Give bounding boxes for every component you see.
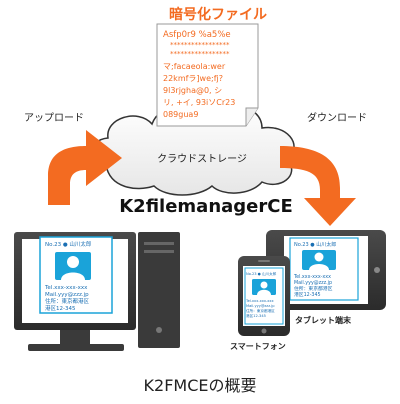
encrypted-line: マ;facaeola:wer	[163, 62, 226, 71]
card-address: 住所：東京都港区	[294, 285, 333, 292]
card-address: 港区12-345	[294, 291, 321, 298]
encrypted-file-title: 暗号化ファイル	[169, 7, 267, 23]
encrypted-file-document: Asfp0r9 %a5%e ***************** ********…	[156, 23, 259, 127]
card-mail: Mail.yyy@zzz.jp	[45, 292, 89, 298]
encrypted-line: Asfp0r9 %a5%e	[163, 30, 231, 40]
upload-label: アップロード	[24, 113, 84, 124]
card-tel: Tel.xxx-xxx-xxx	[245, 299, 275, 303]
encrypted-line: 089gua9	[163, 110, 198, 119]
card-address: 住所：東京都港区	[45, 297, 90, 305]
business-card-tablet: No.23 ● 山川太郎 Tel.xxx-xxx-xxx Mail.yyy@zz…	[289, 237, 359, 301]
card-address: 港区12-345	[246, 313, 266, 318]
cloud-storage-icon	[91, 104, 295, 196]
encrypted-line: 9l3rjgha@0, シ	[163, 86, 222, 95]
encrypted-line: *****************	[170, 50, 230, 58]
card-header: No.23 ● 山川太郎	[246, 271, 277, 276]
card-mail: Mail.yyy@zzz.jp	[246, 304, 275, 308]
encrypted-line: *****************	[170, 41, 230, 49]
encrypted-line: 22kmfラ]we;fj?	[163, 74, 223, 83]
smartphone-label: スマートフォン	[230, 342, 286, 351]
card-header: No.23 ● 山川太郎	[294, 241, 336, 248]
card-mail: Mail.yyy@zzz.jp	[294, 280, 332, 286]
encrypted-line: リ, +イ, 93iソCr23	[163, 98, 235, 107]
product-name: K2filemanagerCE	[119, 196, 293, 217]
card-address: 住所：東京都港区	[246, 308, 275, 313]
cloud-storage-label: クラウドストレージ	[157, 154, 247, 165]
upload-arrow-icon	[48, 130, 122, 205]
business-card-smartphone: No.23 ● 山川太郎 Tel.xxx-xxx-xxx Mail.yyy@zz…	[244, 267, 284, 325]
download-arrow-icon	[280, 146, 356, 226]
card-tel: Tel.xxx-xxx-xxx	[293, 274, 331, 280]
download-label: ダウンロード	[307, 113, 367, 124]
card-tel: Tel.xxx-xxx-xxx	[44, 285, 88, 291]
business-card-pc: No.23 ● 山川太郎 Tel.xxx-xxx-xxx Mail.yyy@zz…	[39, 236, 113, 314]
card-address: 港区12-345	[45, 304, 76, 312]
diagram-caption: K2FMCEの概要	[143, 376, 257, 395]
card-header: No.23 ● 山川太郎	[45, 240, 92, 248]
tablet-label: タブレット端末	[295, 316, 351, 325]
